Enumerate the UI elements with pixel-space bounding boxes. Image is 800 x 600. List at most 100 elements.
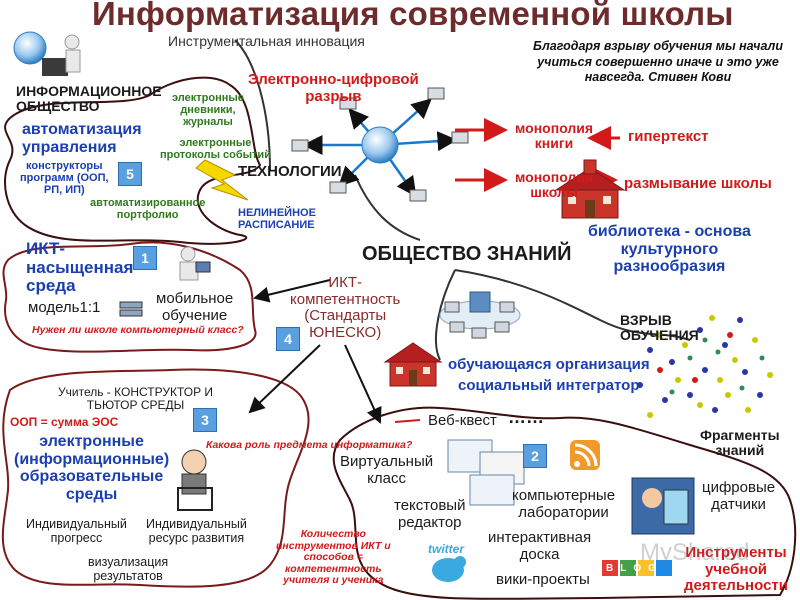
mobile-learning-label: мобильное обучение	[156, 290, 234, 324]
ict-line-1: ИКТ-	[26, 239, 66, 258]
monopoly-books-line-2: книги	[534, 135, 574, 152]
qty-line-5: учителя и ученика	[283, 574, 384, 587]
virtual-line-2: класс	[367, 469, 406, 487]
page-title: Информатизация современной школы	[92, 0, 734, 32]
teacher-role-label: Учитель - КОНСТРУКТОР И ТЬЮТОР СРЕДЫ	[58, 385, 214, 412]
social-integrator-label: социальный интегратор	[458, 377, 640, 394]
library-line-1: библиотека - основа	[588, 223, 751, 240]
indiv-resource-line-1: Индивидуальный	[146, 517, 247, 531]
info-society-line-2: ОБЩЕСТВО	[16, 98, 100, 115]
nonlinear-label: НЕЛИНЕЙНОЕ РАСПИСАНИЕ	[238, 207, 316, 231]
blog-label: BLOG	[606, 563, 663, 574]
learning-explosion-label: ВЗРЫВ ОБУЧЕНИЯ	[620, 312, 699, 344]
automation-line-2: управления	[22, 138, 117, 156]
explosion-line-1: ВЗРЫВ	[620, 312, 672, 328]
eenv-line-4: среды	[65, 485, 118, 503]
twitter-bird-icon	[432, 556, 466, 582]
nonlinear-line-2: РАСПИСАНИЕ	[238, 219, 315, 232]
wiki-projects-label: вики-проекты	[496, 571, 590, 588]
constructors-line-3: РП, ИП)	[43, 184, 85, 197]
visualization-line-2: результатов	[93, 568, 163, 583]
portfolio-line-1: автоматизированное	[90, 197, 206, 209]
hypertext-label: гипертекст	[628, 128, 709, 145]
competence-line-4: ЮНЕСКО)	[309, 323, 382, 341]
eproto-line-2: протоколы событий	[160, 149, 271, 162]
interactive-board-label: интерактивная доска	[488, 529, 592, 563]
info-society-label: ИНФОРМАЦИОННОЕ ОБЩЕСТВО	[16, 83, 162, 115]
digital-sensors-label: цифровые датчики	[702, 479, 775, 513]
eprotocols-label: электронные протоколы событий	[160, 137, 271, 161]
webquest-label: Веб-квест	[428, 412, 497, 429]
school-blur-label: размывание школы	[624, 175, 772, 192]
text-editor-line-1: текстовый	[394, 497, 466, 514]
network-hub-icon	[291, 87, 469, 202]
sensors-line-2: датчики	[711, 495, 766, 513]
watermark: MyShared	[640, 539, 750, 566]
text-editor-line-2: редактор	[397, 513, 462, 531]
student-tablet-icon	[631, 477, 695, 535]
ediary-line-2: дневники,	[180, 104, 236, 117]
ediary-label: электронные дневники, журналы	[172, 92, 244, 128]
competence-line-1: ИКТ-	[328, 274, 363, 291]
instr-line-1: Инструменты	[685, 544, 787, 561]
qty-line-2: инструментов ИКТ и	[276, 539, 391, 552]
learning-org-label: обучающаяся организация	[448, 356, 650, 373]
informatics-role-question: Какова роль предмета информатика?	[206, 439, 413, 451]
digital-gap-line-1: Электронно-цифровой	[248, 71, 419, 88]
mobile-user-icon	[179, 246, 211, 281]
quote-line-3: навсегда. Стивен Кови	[584, 70, 732, 85]
indiv-progress-label: Индивидуальный прогресс	[26, 517, 127, 546]
school-building-icon	[554, 159, 626, 219]
indiv-resource-label: Индивидуальный ресурс развития	[146, 517, 247, 546]
competence-line-3: (Стандарты	[304, 307, 387, 324]
virtual-class-label: Виртуальный класс	[340, 453, 433, 487]
explosion-line-2: ОБУЧЕНИЯ	[620, 327, 699, 344]
knowledge-society-label: ОБЩЕСТВО ЗНАНИЙ	[362, 243, 572, 265]
digital-gap-line-2: разрыв	[305, 87, 362, 105]
info-society-outline	[4, 76, 262, 245]
computer-labs-label: компьютерные лаборатории	[512, 487, 615, 521]
knowledge-fragments-icon	[637, 315, 773, 418]
fragments-line-2: знаний	[715, 442, 765, 459]
learning-org-building-icon	[383, 342, 443, 387]
library-line-2: культурного	[620, 240, 719, 258]
eenv-label: электронные (информационные) образовател…	[14, 433, 169, 503]
teacher-line-1: Учитель - КОНСТРУКТОР И	[58, 385, 214, 399]
indiv-resource-line-2: ресурс развития	[148, 530, 245, 545]
model-label: модель1:1	[28, 299, 101, 316]
library-line-3: разнообразия	[613, 258, 726, 276]
badge-3: 3	[193, 408, 217, 432]
instr-line-2: учебной	[705, 560, 767, 578]
ict-competence-label: ИКТ- компетентность (Стандарты ЮНЕСКО)	[290, 274, 400, 341]
qty-line-4: компетентность	[284, 562, 382, 575]
digital-gap-label: Электронно-цифровой разрыв	[248, 71, 419, 105]
quote-line-2: учиться совершенно иначе и это уже	[537, 54, 779, 69]
monopoly-books-line-1: монополия	[515, 120, 594, 136]
monopoly-school-line-2: школы	[530, 184, 578, 201]
badge-1: 1	[133, 246, 157, 270]
badge-2: 2	[523, 444, 547, 468]
portfolio-label: автоматизированное портфолио	[90, 197, 205, 221]
monopoly-school-line-1: монополия	[515, 169, 594, 185]
automation-line-1: автоматизация	[22, 121, 142, 138]
instr-line-3: деятельности	[684, 577, 788, 594]
lightning-icon	[195, 159, 249, 201]
ict-line-2: насыщенная	[26, 257, 134, 277]
nonlinear-line-1: НЕЛИНЕЙНОЕ	[238, 207, 316, 219]
ediary-line-3: журналы	[183, 116, 233, 129]
tools-block-outline	[332, 406, 797, 600]
mobile-line-1: мобильное	[156, 290, 234, 307]
ict-block-outline	[2, 241, 257, 353]
visualization-line-1: визуализация	[88, 555, 169, 569]
board-line-1: интерактивная	[488, 529, 592, 546]
mobile-line-2: обучение	[161, 306, 228, 324]
twitter-label: twitter	[428, 542, 464, 556]
computer-class-question: Нужен ли школе компьютерный класс?	[32, 324, 244, 336]
technologies-label: ТЕХНОЛОГИИ	[238, 163, 342, 180]
board-line-2: доска	[519, 545, 560, 563]
learning-tools-label: Инструменты учебной деятельности	[684, 544, 788, 595]
ict-environment-label: ИКТ- насыщенная среда	[26, 239, 134, 296]
blog-blocks-icon	[602, 560, 672, 576]
monopoly-books-label: монополия книги	[515, 120, 594, 152]
